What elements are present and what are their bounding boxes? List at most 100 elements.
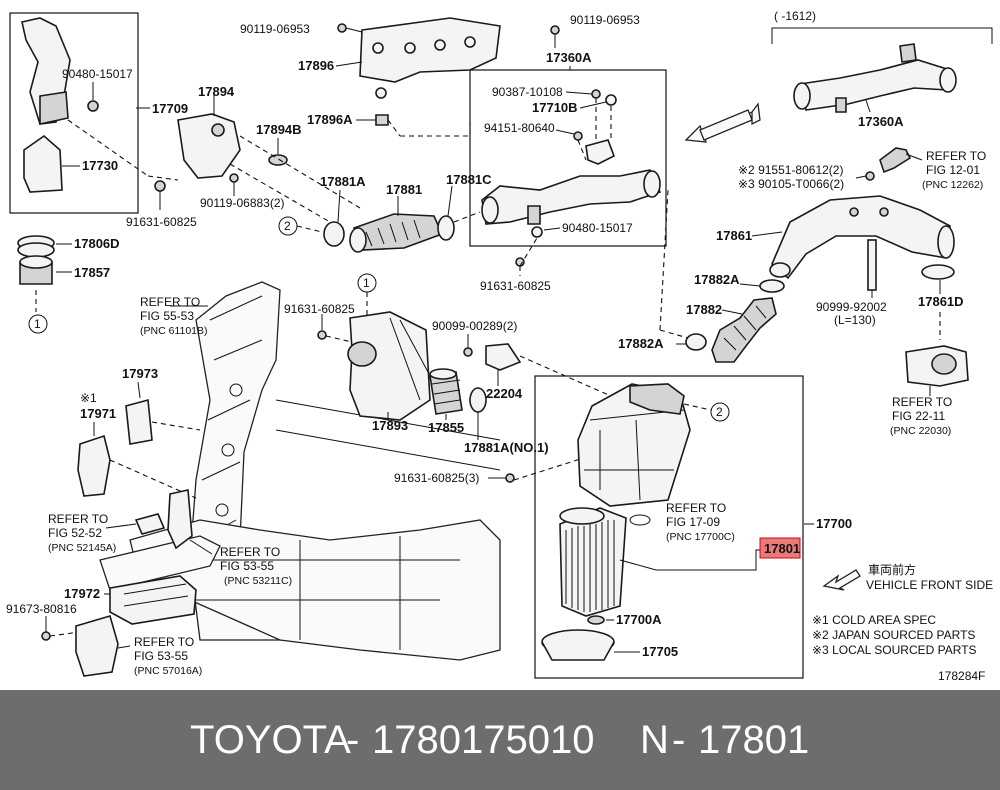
callout-2-right-text: 2: [716, 405, 723, 419]
range-bracket: [771, 27, 993, 44]
pipe-17360A-center: [481, 169, 662, 225]
refer-22-11-line1: REFER TO: [892, 395, 952, 409]
label-91631-60825-a: 91631-60825: [126, 215, 197, 229]
bolt-91631-60825-c: [317, 330, 327, 340]
label-17896: 17896: [298, 58, 334, 73]
label-17893: 17893: [372, 418, 408, 433]
label-17360A-right: 17360A: [858, 114, 904, 129]
label-l130: (L=130): [834, 313, 876, 327]
refer-52-52-line1: REFER TO: [48, 512, 108, 526]
clip-17700C: [629, 514, 651, 526]
note-cold-area: ※1 COLD AREA SPEC: [812, 613, 936, 627]
label-91551-80612: ※2 91551-80612(2): [738, 163, 843, 177]
label-90119-06953-b: 90119-06953: [570, 13, 640, 27]
label-17709: 17709: [152, 101, 188, 116]
label-range-1612: ( -1612): [774, 9, 816, 23]
label-17855: 17855: [428, 420, 464, 435]
label-17881A-no1: 17881A(NO.1): [464, 440, 549, 455]
label-star1: ※1: [80, 391, 97, 405]
label-17730: 17730: [82, 158, 118, 173]
diagram-svg: 1 90480-15017 17709 17730 17806D 17857 9…: [6, 9, 993, 683]
filter-element-17801: [559, 507, 627, 617]
refer-52-52-line3: (PNC 52145A): [48, 542, 116, 554]
label-17857: 17857: [74, 265, 110, 280]
bolt-91631-60825-3: [505, 473, 515, 483]
air-cleaner-inlet: [629, 383, 685, 415]
separator-2: -: [672, 718, 686, 762]
label-17861D: 17861D: [918, 294, 964, 309]
refer-17-09-line3: (PNC 17700C): [666, 531, 735, 543]
bracket-17973: [125, 398, 153, 445]
hose-17881: [352, 213, 444, 251]
bolt-94151-80640: [573, 131, 583, 141]
label-vehicle-front-cn: 車両前方: [868, 562, 916, 577]
label-90480-15017-b: 90480-15017: [562, 221, 633, 235]
refer-53-55b-line2: FIG 53-55: [134, 649, 188, 663]
hose-17882: [711, 297, 777, 363]
label-90119-06953-a: 90119-06953: [240, 22, 310, 36]
label-90105-T0066: ※3 90105-T0066(2): [738, 177, 844, 191]
label-17806D: 17806D: [74, 236, 120, 251]
hose-90999-92002: [867, 239, 877, 291]
bolt-90480-left: [87, 100, 99, 112]
bolt-90099-00289: [463, 347, 473, 357]
label-17894: 17894: [198, 84, 235, 99]
refer-12-01-line2: FIG 12-01: [926, 163, 980, 177]
refer-53-55a-line2: FIG 53-55: [220, 559, 274, 573]
label-17896A: 17896A: [307, 112, 353, 127]
label-17705: 17705: [642, 644, 678, 659]
label-17710B: 17710B: [532, 100, 578, 115]
refer-17-09-line2: FIG 17-09: [666, 515, 720, 529]
label-90999-92002: 90999-92002: [816, 300, 887, 314]
bolt-91673-80816: [41, 631, 51, 641]
bolt-90119-06883: [229, 173, 239, 183]
clamp-17881C: [437, 215, 455, 241]
vehicle-front-arrow: [822, 569, 861, 591]
label-17700: 17700: [816, 516, 852, 531]
grommet-17896A: [375, 87, 387, 99]
label-17700A: 17700A: [616, 612, 662, 627]
n-label: N: [640, 718, 669, 762]
left-group-box: [9, 12, 139, 214]
clamp-17881A: [323, 221, 345, 247]
refer-55-53-line1: REFER TO: [140, 295, 200, 309]
snorkel-mount: [39, 91, 69, 125]
bolt-90480-15017-b: [531, 226, 543, 238]
label-vehicle-front: VEHICLE FRONT SIDE: [866, 578, 993, 592]
callout-circle-2-right: [710, 402, 730, 422]
bolt-91631-60825-a: [154, 180, 166, 192]
label-17882A-a: 17882A: [694, 272, 740, 287]
label-22204: 22204: [486, 386, 523, 401]
part-number: 1780175010: [372, 718, 595, 762]
bracket-17894: [177, 113, 241, 179]
bracket-17971: [77, 434, 111, 497]
label-17861: 17861: [716, 228, 752, 243]
pipe-17861: [771, 195, 951, 280]
label-90119-06883: 90119-06883(2): [200, 196, 285, 210]
refer-22-11-line2: FIG 22-11: [892, 409, 945, 423]
refer-55-53-line2: FIG 55-53: [140, 309, 194, 323]
label-17972: 17972: [64, 586, 100, 601]
label-figure-code: 178284F: [938, 669, 985, 683]
pnc-number: 17801: [698, 718, 810, 762]
bolt-90119-06953-a: [337, 23, 347, 33]
bracket-52145A: [134, 513, 166, 535]
part-number-banner: TOYOTA - 1780175010 N - 17801: [0, 690, 1000, 790]
clamp-17881A-no1: [469, 387, 487, 413]
grommet-17710B: [605, 94, 617, 106]
clamp-17861D: [921, 264, 955, 280]
label-17881A: 17881A: [320, 174, 366, 189]
label-17881: 17881: [386, 182, 422, 197]
bracket-17710B: [585, 139, 616, 165]
refer-53-55b-line1: REFER TO: [134, 635, 194, 649]
clamp-17894B: [268, 154, 288, 166]
bracket-17972: [109, 575, 197, 625]
gasket-17700A: [587, 615, 605, 625]
label-17801: 17801: [764, 541, 800, 556]
center-group-box: [469, 69, 667, 247]
refer-53-55a-line3: (PNC 53211C): [224, 575, 292, 587]
label-90480-15017: 90480-15017: [62, 67, 133, 81]
label-91631-60825-3: 91631-60825(3): [394, 471, 479, 485]
bolt-90119-06953-b: [550, 25, 560, 35]
